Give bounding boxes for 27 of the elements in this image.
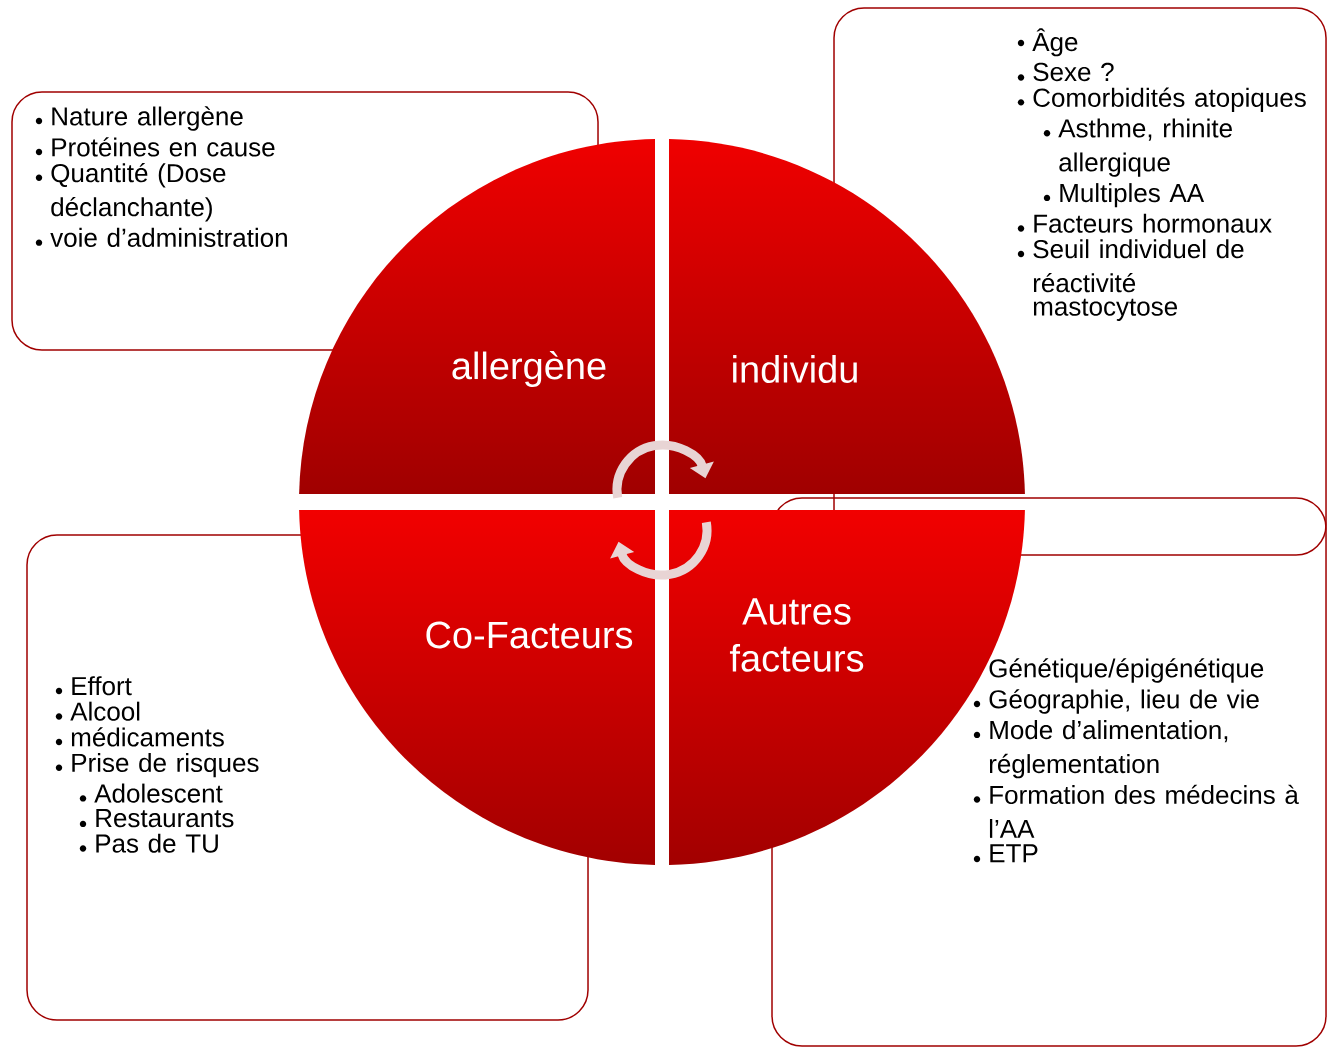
list-item: Protéines en cause (35, 137, 275, 157)
list-item: Facteurs hormonaux (1017, 213, 1272, 233)
quadrant: Co-Facteurs (426, 621, 633, 649)
list-item: Asthme, rhinite allergique (1043, 118, 1232, 177)
list-item: Effort (55, 676, 132, 696)
list-item: Géographie, lieu de vie (973, 689, 1259, 714)
list-item: Alcool (55, 701, 140, 721)
quadrant: individu (733, 355, 857, 383)
list-item: Sexe ? (1017, 62, 1114, 82)
list-item: Multiples AA (1043, 183, 1205, 208)
list-item: mastocytose (1033, 298, 1177, 321)
list-item: Âge (1017, 28, 1078, 57)
quadrant: allergène (452, 351, 606, 387)
list-item: voie d’administration (35, 227, 287, 247)
list-item: ETP (973, 844, 1038, 863)
list-item: Nature allergène (35, 106, 243, 131)
list-item: Restaurants (79, 809, 234, 828)
list-item: Pas de TU (79, 833, 218, 853)
quadrant: Autres facteurs (729, 598, 864, 672)
list-item: Mode d’alimentation, réglementation (973, 720, 1228, 779)
list-item: Formation des médecins à l’AA (973, 784, 1299, 838)
list-item: Adolescent (79, 783, 223, 803)
list-item: Prise de risques (55, 752, 259, 778)
list-item: Comorbidités atopiques (1017, 87, 1306, 113)
list-item: Génétique/épigénétique (989, 658, 1264, 683)
list-item: médicaments (55, 727, 224, 747)
list-item: Quantité (Dose déclanchante) (35, 162, 226, 222)
